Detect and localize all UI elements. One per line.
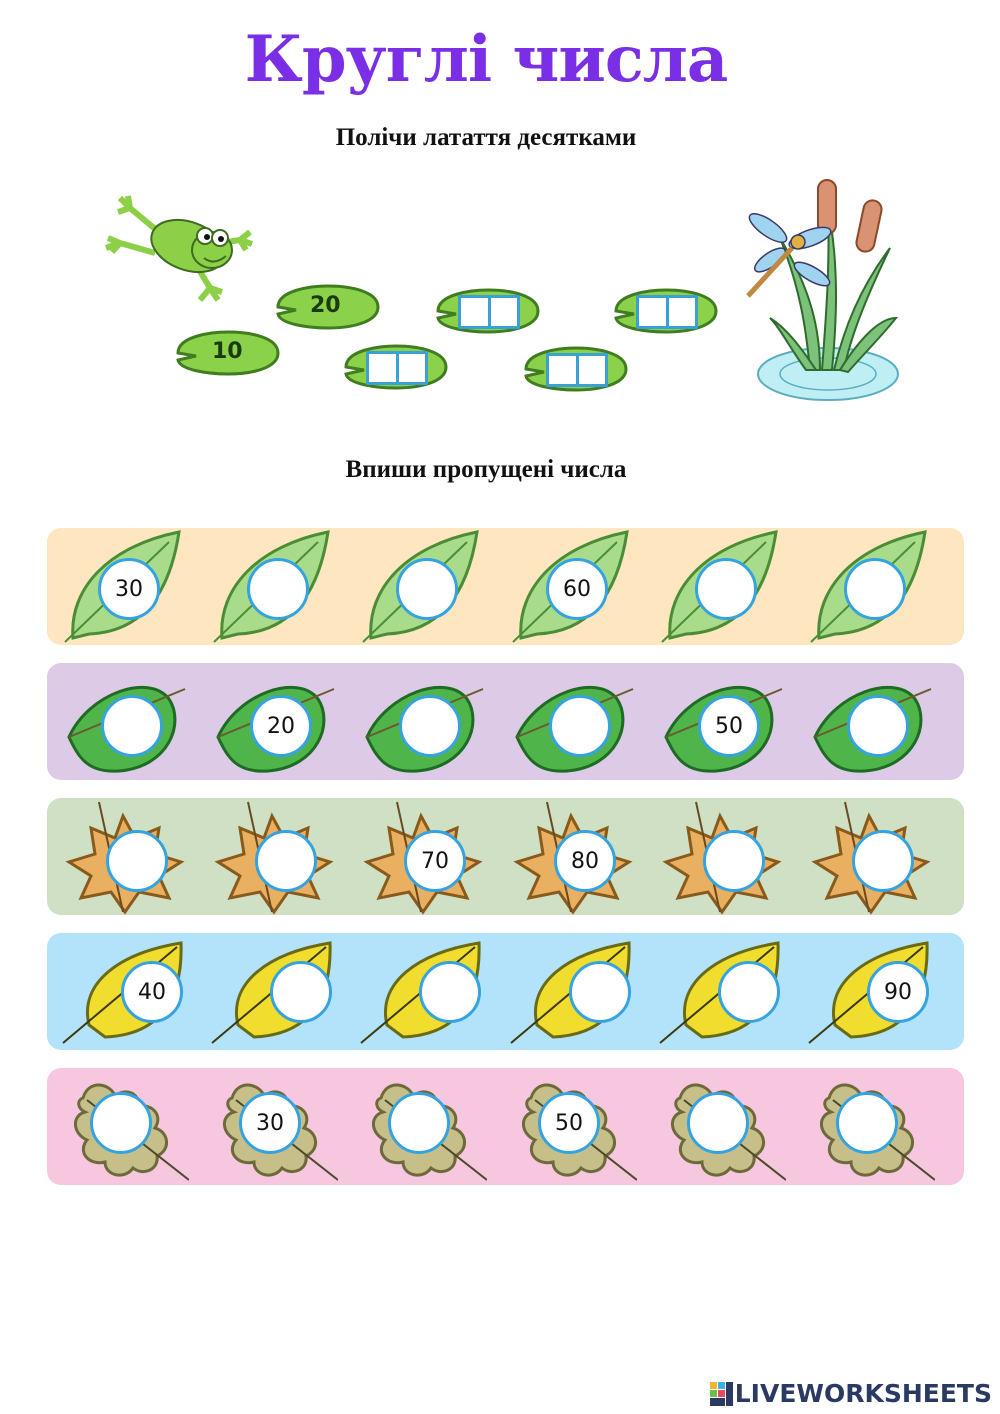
leaf-row-5: 30 50 [47,1068,964,1185]
pond-scene: 10 20 [0,170,1000,410]
answer-circle-input[interactable] [399,695,461,757]
brand-name: LIVEWORKSHEETS [734,1379,992,1408]
given-number: 90 [867,961,929,1023]
answer-circle-input[interactable] [695,558,757,620]
answer-circle-input[interactable] [101,695,163,757]
answer-circle-input[interactable] [549,695,611,757]
answer-circle-input[interactable] [247,558,309,620]
given-number: 30 [239,1092,301,1154]
given-number: 40 [121,961,183,1023]
leaf-item: 30 [59,528,189,645]
leaf-row-1: 30 60 [47,528,964,645]
answer-circle-input[interactable] [419,961,481,1023]
pad-answer-box[interactable] [636,295,698,329]
leaf-item [357,1068,487,1185]
leaf-item [357,528,487,645]
leaf-item [208,528,338,645]
leaf-item [357,933,487,1050]
leaf-item [805,1068,935,1185]
digit-cell[interactable] [461,298,488,326]
answer-circle-input[interactable] [388,1092,450,1154]
instruction-count-by-tens: Полічи латаття десятками [335,124,637,151]
pad-number: 20 [310,293,341,318]
leaf-item [507,933,637,1050]
leaf-item: 50 [656,663,786,780]
lily-pad-5 [520,346,632,392]
digit-cell[interactable] [549,356,576,384]
leaf-item [59,1068,189,1185]
lily-pad-2: 20 [272,284,384,330]
given-number: 60 [546,558,608,620]
answer-circle-input[interactable] [687,1092,749,1154]
given-number: 30 [98,558,160,620]
answer-circle-input[interactable] [836,1092,898,1154]
lily-pad-4 [432,288,544,334]
instruction-fill-missing: Впиши пропущені числа [345,456,627,483]
page-title: Круглі числа [244,22,729,97]
leaf-item [208,798,338,915]
leaf-item [507,663,637,780]
answer-circle-input[interactable] [569,961,631,1023]
answer-circle-input[interactable] [718,961,780,1023]
leaf-item: 50 [507,1068,637,1185]
leaf-row-3: 70 80 [47,798,964,915]
leaf-item: 70 [357,798,487,915]
answer-circle-input[interactable] [852,830,914,892]
liveworksheets-logo-icon [709,1381,733,1406]
leaf-item: 40 [59,933,189,1050]
leaf-item [59,798,189,915]
leaf-item [656,933,786,1050]
leaf-item: 20 [208,663,338,780]
leaf-item [656,798,786,915]
pad-answer-box[interactable] [546,353,608,387]
answer-circle-input[interactable] [847,695,909,757]
leaf-item [357,663,487,780]
given-number: 70 [404,830,466,892]
digit-cell[interactable] [665,298,696,326]
answer-circle-input[interactable] [106,830,168,892]
footer-brand: LIVEWORKSHEETS [709,1379,992,1408]
lily-pad-1: 10 [172,330,284,376]
leaf-item: 60 [507,528,637,645]
digit-cell[interactable] [395,354,426,382]
leaf-item: 90 [805,933,935,1050]
leaf-row-4: 40 90 [47,933,964,1050]
frog-icon [104,195,253,302]
digit-cell[interactable] [639,298,666,326]
given-number: 20 [250,695,312,757]
answer-circle-input[interactable] [90,1092,152,1154]
digit-cell[interactable] [487,298,518,326]
leaf-item [59,663,189,780]
answer-circle-input[interactable] [396,558,458,620]
leaf-item [656,528,786,645]
answer-circle-input[interactable] [255,830,317,892]
given-number: 50 [538,1092,600,1154]
lily-pad-6 [610,288,722,334]
digit-cell[interactable] [369,354,396,382]
dragonfly [746,213,832,298]
leaf-item [805,528,935,645]
lily-pad-3 [340,344,452,390]
answer-circle-input[interactable] [703,830,765,892]
leaf-item [805,663,935,780]
leaf-item: 30 [208,1068,338,1185]
answer-circle-input[interactable] [270,961,332,1023]
leaf-item [656,1068,786,1185]
reeds-dragonfly-icon [746,179,899,401]
digit-cell[interactable] [575,356,606,384]
answer-circle-input[interactable] [844,558,906,620]
leaf-item [208,933,338,1050]
leaf-item [805,798,935,915]
leaf-item: 80 [507,798,637,915]
given-number: 80 [554,830,616,892]
pad-answer-box[interactable] [458,295,520,329]
pad-number: 10 [212,339,243,364]
given-number: 50 [698,695,760,757]
pad-answer-box[interactable] [366,351,428,385]
